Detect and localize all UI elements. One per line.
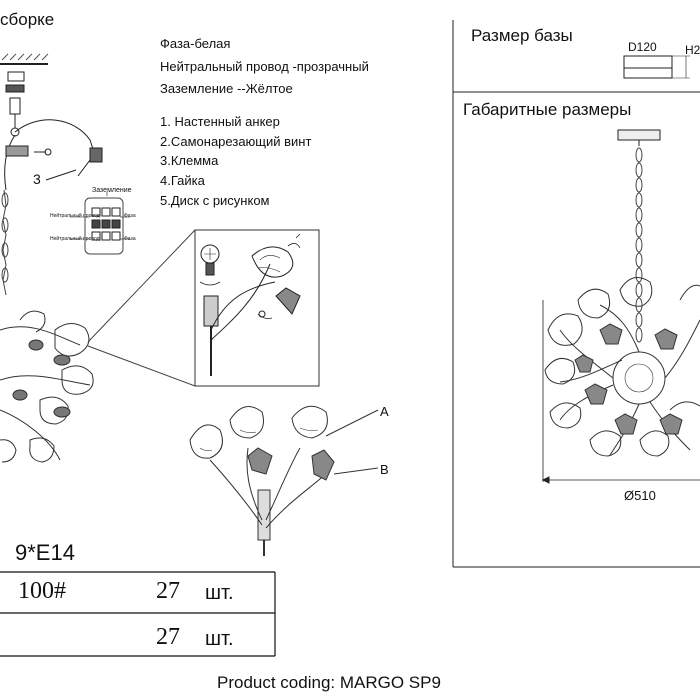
header-left: сборке [0, 10, 55, 29]
part-2: 2.Самонарезающий винт [160, 134, 312, 149]
part-1: 1. Настенный анкер [160, 114, 280, 129]
wiring-neutral: Нейтральный провод -прозрачный [160, 59, 369, 74]
terminal-neutral-label-top: Нейтральный провод [50, 213, 100, 219]
terminal-ground-label: Заземление [92, 187, 132, 194]
part-3: 3.Клемма [160, 153, 219, 168]
screw-icon [34, 148, 52, 156]
product-coding: Product coding: MARGO SP9 [217, 673, 441, 692]
callout-3: 3 [33, 171, 41, 187]
diameter-dimension [541, 300, 700, 484]
base-size-title: Размер базы [471, 26, 573, 45]
chain-right [635, 147, 643, 343]
wiring-phase: Фаза-белая [160, 36, 231, 51]
table-row-2-qty: 27 [156, 624, 180, 650]
dims-title: Габаритные размеры [463, 100, 632, 119]
chain-left [1, 189, 9, 296]
leader-b [333, 467, 379, 475]
bulb-icon [200, 244, 220, 276]
arm-detail-drawing [189, 405, 379, 556]
table-row-2-unit: шт. [205, 628, 234, 650]
part-4: 4.Гайка [160, 173, 205, 188]
base-size-box [452, 20, 700, 93]
terminal-block-icon [70, 192, 130, 255]
chandelier-right [544, 277, 700, 457]
table-row-1-unit: шт. [205, 582, 234, 604]
base-d-label: D120 [628, 40, 657, 54]
terminal-phase-label-top: Фаза [124, 213, 136, 219]
chandelier-left-partial [0, 310, 94, 463]
dims-diameter: Ø510 [624, 488, 656, 503]
flower-disc-icon [251, 246, 294, 278]
table-row-1-qty: 27 [156, 578, 180, 604]
detail-box [194, 229, 320, 387]
table-row-1-code: 100# [18, 578, 66, 604]
crystal-nut-icon [275, 287, 301, 315]
wiring-ground: Заземление --Жёлтое [160, 81, 293, 96]
detail-label-a: A [380, 404, 389, 419]
terminal-clamp-icon [89, 147, 103, 163]
base-h-label: H2 [685, 43, 700, 57]
bulbs-spec: 9*E14 [15, 540, 75, 565]
part-5: 5.Диск с рисунком [160, 193, 270, 208]
detail-label-b: B [380, 462, 389, 477]
ceiling-mount-icon [0, 53, 49, 137]
dimensions-box [452, 92, 700, 568]
callout-3-leader [45, 169, 77, 181]
leader-a [325, 409, 379, 437]
parts-table [0, 571, 276, 657]
